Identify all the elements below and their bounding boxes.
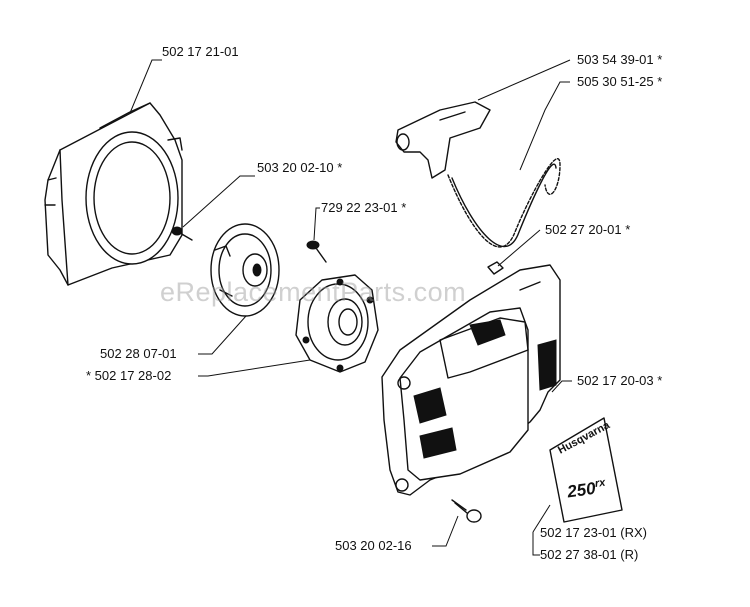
part-label-503-20-02-16: 503 20 02-16	[335, 538, 412, 553]
screw-729-part	[306, 240, 327, 263]
part-label-729-22-23-01: 729 22 23-01 *	[321, 200, 407, 215]
starter-rope-part	[447, 158, 561, 248]
part-label-502-27-20-01: 502 27 20-01 *	[545, 222, 631, 237]
starter-cover-part	[381, 264, 561, 496]
screw-small-part	[171, 226, 193, 241]
part-label-503-20-02-10: 503 20 02-10 *	[257, 160, 343, 175]
decal-part	[549, 417, 623, 523]
part-label-502-17-21-01: 502 17 21-01	[162, 44, 239, 59]
part-label-502-17-28-02: * 502 17 28-02	[86, 368, 172, 383]
part-label-502-27-38-01: 502 27 38-01 (R)	[540, 547, 639, 562]
part-label-502-17-23-01: 502 17 23-01 (RX)	[540, 525, 647, 540]
decal-model-suffix: rx	[594, 476, 607, 490]
leader-lines	[129, 59, 572, 556]
part-label-503-54-39-01: 503 54 39-01 *	[577, 52, 663, 67]
part-label-502-28-07-01: 502 28 07-01	[100, 346, 177, 361]
part-label-505-30-51-25: 505 30 51-25 *	[577, 74, 663, 89]
watermark-text: eReplacementParts.com	[160, 277, 467, 307]
screw-bottom-part	[451, 499, 482, 523]
part-label-502-17-20-03: 502 17 20-03 *	[577, 373, 663, 388]
starter-pulley-part	[210, 223, 280, 317]
spring-housing-part	[295, 274, 379, 373]
decal-model-number: 250	[566, 478, 597, 502]
fan-housing-part	[44, 102, 183, 286]
starter-handle-part	[395, 101, 491, 179]
